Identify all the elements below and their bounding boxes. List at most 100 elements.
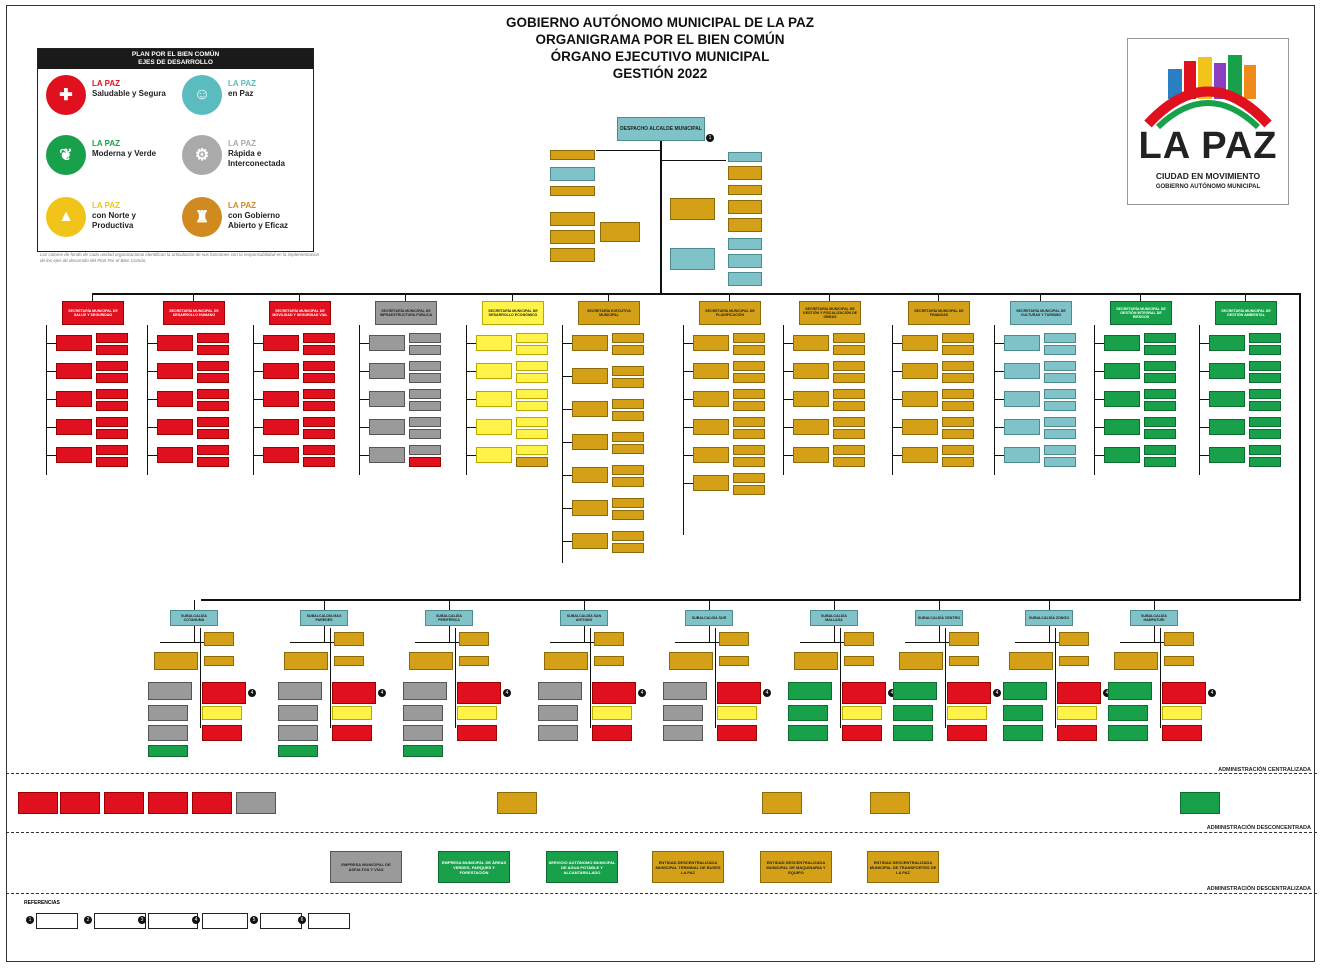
legend-item-text: Moderna y Verde <box>92 149 157 158</box>
direccion-box <box>369 419 405 435</box>
connector <box>596 150 660 151</box>
connector <box>994 455 1008 456</box>
unidad-box <box>409 457 441 467</box>
desconcentrada-box <box>104 792 144 814</box>
unidad-box <box>284 652 328 670</box>
unidad-box <box>833 401 865 411</box>
connector <box>945 628 946 728</box>
unidad-box <box>1249 373 1281 383</box>
connector <box>455 628 456 728</box>
unidad-box <box>1057 725 1097 741</box>
team-icon: ♜ <box>182 197 222 237</box>
unidad-box <box>592 725 632 741</box>
reference-box <box>148 913 198 929</box>
zone-divider <box>6 773 1317 774</box>
unidad-box <box>197 333 229 343</box>
unidad-box <box>1044 361 1076 371</box>
connector <box>584 600 585 610</box>
unidad-box <box>663 705 703 721</box>
unidad-box <box>457 725 497 741</box>
connector <box>683 427 697 428</box>
unidad-box <box>1249 417 1281 427</box>
unidad-box <box>612 378 644 388</box>
connector <box>1094 371 1108 372</box>
unidad-box <box>717 725 757 741</box>
unidad-box <box>148 682 192 700</box>
org-unit-box <box>728 166 762 180</box>
unidad-box <box>788 682 832 700</box>
connector <box>466 427 480 428</box>
direccion-box <box>1004 419 1040 435</box>
direccion-box <box>56 419 92 435</box>
descentralizada-box: EMPRESA MUNICIPAL DE ÁREAS VERDES, PARQU… <box>438 851 510 883</box>
connector <box>147 427 161 428</box>
unidad-box <box>303 429 335 439</box>
connector <box>1094 427 1108 428</box>
legend-item-prefix: LA PAZ <box>228 139 256 148</box>
desconcentrada-box <box>60 792 100 814</box>
unidad-box <box>1249 361 1281 371</box>
connector <box>1245 294 1246 302</box>
unidad-box <box>96 457 128 467</box>
direccion-box <box>1209 447 1245 463</box>
unidad-box <box>403 725 443 741</box>
unidad-box <box>1108 682 1152 700</box>
unidad-box <box>154 652 198 670</box>
legend-item-prefix: LA PAZ <box>92 139 120 148</box>
unidad-box <box>594 632 624 646</box>
unidad-box <box>96 345 128 355</box>
secretaria-box: SECRETARÍA MUNICIPAL DE CULTURAS Y TURIS… <box>1010 301 1072 325</box>
unidad-box <box>1044 429 1076 439</box>
unidad-box <box>592 682 636 704</box>
city-skyline-icon <box>1144 55 1272 129</box>
unidad-box <box>612 498 644 508</box>
connector <box>608 294 609 302</box>
connector <box>1094 343 1108 344</box>
direccion-box <box>572 434 608 450</box>
unidad-box <box>1108 705 1148 721</box>
subalcaldia-box: SUBALCALDÍA SAN ANTONIO <box>560 610 608 626</box>
growth-icon: ▲ <box>46 197 86 237</box>
connector <box>1199 325 1200 475</box>
direccion-box <box>572 467 608 483</box>
unidad-box <box>612 444 644 454</box>
org-unit-box <box>550 212 595 226</box>
direccion-box <box>157 363 193 379</box>
unidad-box <box>148 725 188 741</box>
direccion-box <box>476 447 512 463</box>
connector <box>660 141 662 294</box>
development-axes-legend: PLAN POR EL BIEN COMÚN EJES DE DESARROLL… <box>37 48 314 252</box>
unidad-box <box>1144 417 1176 427</box>
network-icon: ⚙ <box>182 135 222 175</box>
secretaria-box: SECRETARÍA EJECUTIVA MUNICIPAL <box>578 301 640 325</box>
unidad-box <box>717 706 757 720</box>
unidad-box <box>1044 401 1076 411</box>
direccion-box <box>369 335 405 351</box>
connector <box>1055 628 1056 728</box>
unidad-box <box>842 706 882 720</box>
direccion-box <box>902 363 938 379</box>
direccion-box <box>693 419 729 435</box>
connector <box>147 325 148 475</box>
ref-marker: 4 <box>248 689 256 697</box>
unidad-box <box>96 445 128 455</box>
connector <box>1120 642 1188 643</box>
org-unit-box <box>550 230 595 244</box>
unidad-box <box>204 656 234 666</box>
unidad-box <box>1044 373 1076 383</box>
unidad-box <box>1249 401 1281 411</box>
subalcaldia-box: SUBALCALDÍA COTAHUMA <box>170 610 218 626</box>
unidad-box <box>197 345 229 355</box>
org-unit-box <box>728 152 762 162</box>
connector <box>253 399 267 400</box>
unidad-box <box>409 401 441 411</box>
connector <box>994 325 995 475</box>
direccion-box <box>1209 335 1245 351</box>
title-line-1: GOBIERNO AUTÓNOMO MUNICIPAL DE LA PAZ <box>506 15 814 30</box>
unidad-box <box>197 429 229 439</box>
direccion-box <box>693 475 729 491</box>
unidad-box <box>202 725 242 741</box>
reference-box <box>308 913 350 929</box>
unidad-box <box>947 706 987 720</box>
unidad-box <box>278 705 318 721</box>
